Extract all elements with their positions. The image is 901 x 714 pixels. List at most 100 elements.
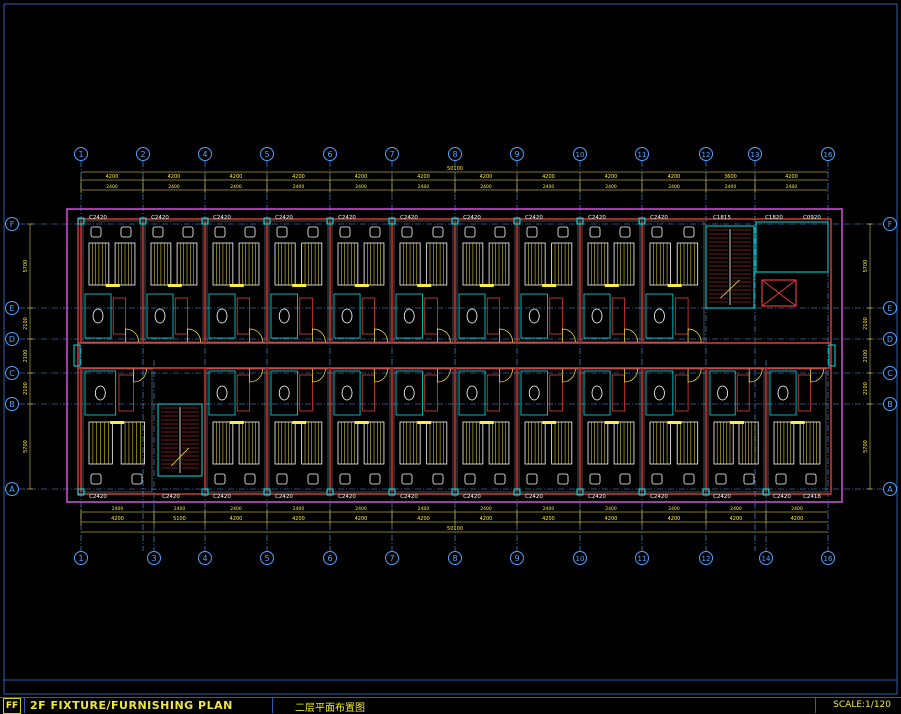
room-boundary xyxy=(393,220,454,343)
window-tag: C2420 xyxy=(338,494,356,500)
window-tag: C2418 xyxy=(803,494,821,500)
guest-room xyxy=(388,217,454,343)
divider xyxy=(815,698,816,713)
light-fixture xyxy=(730,421,744,424)
grid-bubble xyxy=(573,551,587,565)
bathroom xyxy=(84,370,117,416)
window-tag: C2420 xyxy=(525,215,543,221)
dimension-text: 2400 xyxy=(112,506,124,512)
dimension-text: 4200 xyxy=(785,174,798,180)
toilet xyxy=(654,308,665,324)
dimension-text: 50100 xyxy=(447,166,463,172)
dimension-text: 4200 xyxy=(355,516,368,522)
dimension-text: 2400 xyxy=(730,506,742,512)
dimension-text: 5700 xyxy=(23,260,29,273)
dimension-text: 5100 xyxy=(173,516,186,522)
wardrobe xyxy=(236,297,251,335)
structural-column xyxy=(263,217,271,225)
structural-column xyxy=(263,488,271,496)
grid-bubble-label: E xyxy=(887,304,892,313)
bathroom xyxy=(645,293,674,339)
armchair xyxy=(651,226,663,238)
armchair xyxy=(214,473,226,485)
window-tag: C2420 xyxy=(525,494,543,500)
door-swing xyxy=(624,328,638,343)
grid-bubble xyxy=(198,551,212,565)
grid-bubble-label: 6 xyxy=(327,150,332,159)
armchair xyxy=(557,473,569,485)
drawing-frame xyxy=(3,3,898,695)
grid-bubble xyxy=(883,397,897,411)
dimension-text: 4200 xyxy=(230,174,243,180)
grid-bubble-label: 9 xyxy=(514,554,519,563)
grid-bubble-label: 16 xyxy=(824,151,833,159)
dimension-text: 2100 xyxy=(23,350,29,363)
dimension-text: 4200 xyxy=(542,174,555,180)
bathroom xyxy=(520,293,548,339)
dimension-text: 3600 xyxy=(724,174,737,180)
guest-room xyxy=(263,217,329,343)
structural-column xyxy=(576,217,584,225)
window-tag: C1820 xyxy=(765,215,783,221)
bathroom xyxy=(458,370,486,416)
grid-bubble xyxy=(448,147,462,161)
dimension-text: 2400 xyxy=(418,184,430,190)
window-tag: C2420 xyxy=(713,494,731,500)
dimension-text: 4200 xyxy=(668,174,681,180)
grid-bubble xyxy=(5,366,19,380)
grid-bubble xyxy=(573,147,587,161)
armchair xyxy=(369,226,381,238)
window-tag: C2420 xyxy=(162,494,180,500)
grid-bubble xyxy=(510,147,524,161)
guest-room xyxy=(702,368,765,496)
door-swing xyxy=(562,368,576,383)
room-boundary xyxy=(581,368,641,493)
dimension-text: 5700 xyxy=(863,440,869,453)
dimension-text: 2100 xyxy=(23,382,29,395)
room-boundary xyxy=(581,220,641,343)
armchair xyxy=(775,473,787,485)
dimension-text: 2400 xyxy=(480,184,492,190)
bathroom xyxy=(146,293,174,339)
dimension-text: 2400 xyxy=(543,184,555,190)
room-boundary xyxy=(82,368,153,493)
grid-bubble-label: A xyxy=(9,485,15,494)
wardrobe xyxy=(611,374,626,412)
dimension-text: 2400 xyxy=(355,506,367,512)
armchair xyxy=(805,473,817,485)
door-swing xyxy=(687,368,702,383)
stair-core xyxy=(157,221,829,477)
grid-bubble-label: 4 xyxy=(202,554,207,563)
door-swing xyxy=(562,328,576,343)
structural-column xyxy=(513,217,521,225)
room-boundary xyxy=(643,220,705,343)
bathroom xyxy=(333,370,361,416)
room-boundary xyxy=(206,220,266,343)
guest-room xyxy=(201,368,266,496)
light-fixture xyxy=(542,421,557,424)
grid-bubble-label: 11 xyxy=(638,151,647,159)
grid-bubble xyxy=(74,551,88,565)
grid-bubble xyxy=(883,332,897,346)
door-swing xyxy=(312,368,326,383)
structural-column xyxy=(326,488,334,496)
grid-bubble-label: 7 xyxy=(389,150,394,159)
grid-bubble-label: B xyxy=(9,400,15,409)
grid-bubble-label: E xyxy=(9,304,14,313)
armchair xyxy=(401,473,413,485)
window-tag: C2420 xyxy=(588,215,606,221)
grid-bubble xyxy=(5,397,19,411)
wardrobe xyxy=(361,374,376,412)
room-boundary xyxy=(268,368,329,493)
dimension-text: 4200 xyxy=(292,516,305,522)
dimension-text: 2400 xyxy=(168,184,180,190)
armchair xyxy=(619,473,631,485)
guest-room xyxy=(638,368,705,496)
guest-room xyxy=(139,217,204,343)
light-fixture xyxy=(354,421,369,424)
dimension-text: 2400 xyxy=(293,506,305,512)
dimension-text: 2400 xyxy=(230,506,242,512)
grid-bubble xyxy=(5,301,19,315)
armchair xyxy=(276,473,288,485)
armchair xyxy=(464,226,476,238)
